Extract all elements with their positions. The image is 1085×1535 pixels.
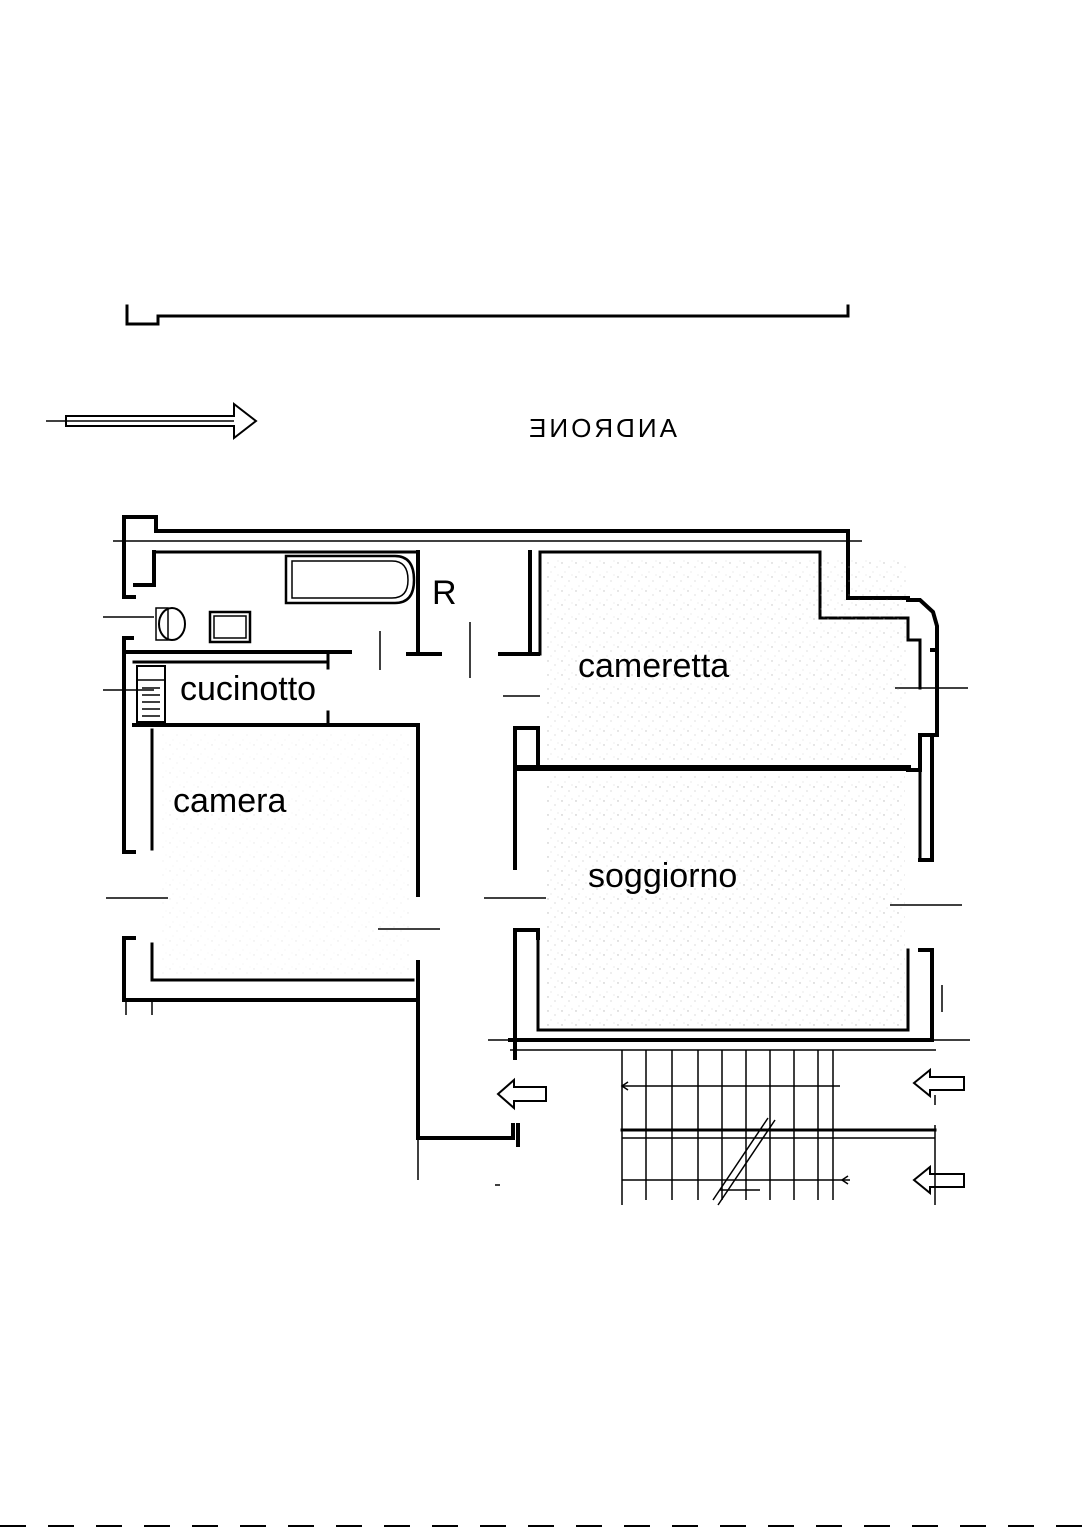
room-label-camera: camera — [173, 782, 286, 820]
sink-icon — [208, 610, 252, 644]
floor-shading — [160, 560, 906, 1026]
entrance-arrow-icon — [46, 401, 258, 441]
staircase — [620, 1050, 937, 1206]
bathtub-icon — [284, 554, 416, 605]
room-label-soggiorno: soggiorno — [588, 857, 737, 895]
outer-walls — [103, 515, 970, 1180]
room-label-cameretta: cameretta — [578, 647, 729, 685]
room-label-cucinotto: cucinotto — [180, 670, 316, 708]
toilet-icon — [155, 607, 186, 641]
room-label-ripostiglio: R — [432, 574, 457, 612]
androne-label: ANDRONE — [526, 413, 677, 443]
interior-walls — [122, 550, 911, 1186]
androne-wall — [125, 304, 850, 326]
door-arrow-icon — [496, 1067, 965, 1196]
stove-icon — [136, 665, 166, 723]
